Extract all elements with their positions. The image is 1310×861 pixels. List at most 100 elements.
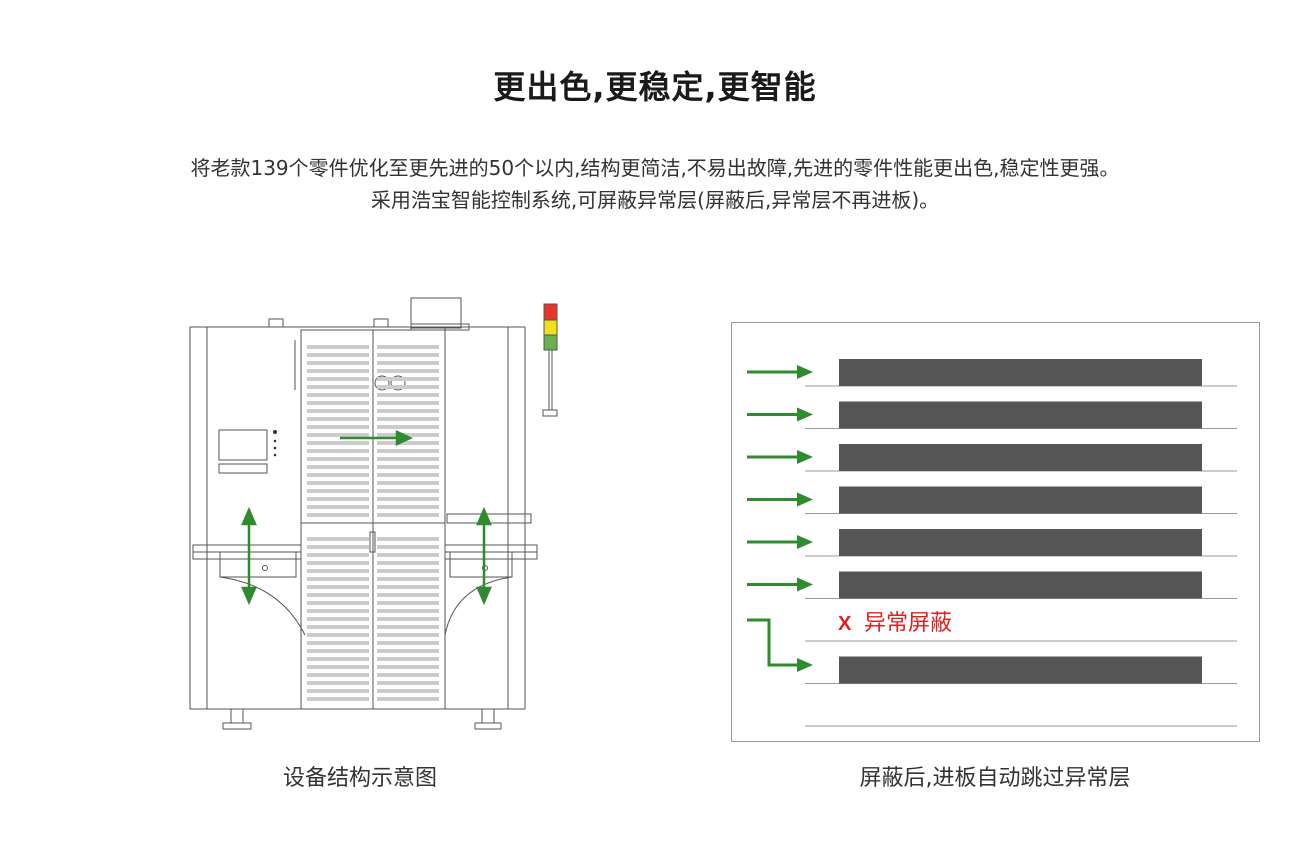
louver-stripe	[307, 513, 369, 517]
mask-label: 异常屏蔽	[864, 611, 952, 636]
foot-left	[230, 708, 244, 724]
louver-stripe	[307, 577, 369, 581]
signal-pole	[548, 349, 553, 411]
louver-stripe	[377, 385, 439, 389]
feed-arrow-head	[797, 492, 813, 507]
bypass-arrow	[747, 618, 797, 667]
louver-stripe	[307, 697, 369, 701]
layer-board	[839, 656, 1202, 684]
description-line-2: 采用浩宝智能控制系统,可屏蔽异常层(屏蔽后,异常层不再进板)。	[370, 188, 940, 212]
louver-stripe	[377, 553, 439, 557]
louver-stripe	[377, 353, 439, 357]
feed-arrow-head	[797, 365, 813, 379]
louver-stripe	[307, 417, 369, 421]
layer-board	[839, 359, 1202, 386]
louver-stripe	[307, 609, 369, 613]
louver-stripe	[377, 545, 439, 549]
louver-stripe	[377, 673, 439, 677]
feed-arrow-head	[797, 577, 813, 592]
louver-stripe	[377, 649, 439, 653]
louver-stripe	[307, 441, 369, 445]
louver-stripe	[307, 457, 369, 461]
louver-stripe	[377, 409, 439, 413]
signal-light-red	[543, 303, 558, 321]
top-bump-left	[268, 318, 284, 328]
layer-board	[839, 444, 1202, 471]
left-figure-caption: 设备结构示意图	[282, 766, 437, 791]
machine-structure-diagram	[189, 297, 558, 730]
louver-stripe	[307, 489, 369, 493]
louver-stripe	[307, 657, 369, 661]
louver-stripe	[307, 353, 369, 357]
feed-arrow-head	[797, 407, 813, 422]
foot-right	[481, 708, 495, 724]
layer-board	[839, 401, 1202, 429]
control-monitor	[218, 429, 268, 461]
louver-stripe	[307, 465, 369, 469]
indicator-circle	[374, 375, 390, 391]
louver-stripe	[307, 537, 369, 541]
louver-stripe	[307, 625, 369, 629]
louver-stripe	[307, 401, 369, 405]
door-handle	[369, 531, 376, 553]
louver-stripe	[307, 569, 369, 573]
louver-stripe	[377, 481, 439, 485]
louver-stripe	[307, 433, 369, 437]
louver-stripe	[307, 361, 369, 365]
louver-stripe	[377, 345, 439, 349]
signal-light-yellow	[543, 319, 558, 336]
louver-stripe	[307, 497, 369, 501]
louver-stripe	[377, 585, 439, 589]
louver-stripe	[377, 513, 439, 517]
right-figure-caption: 屏蔽后,进板自动跳过异常层	[859, 766, 1131, 791]
louver-stripe	[377, 401, 439, 405]
louver-stripe	[377, 361, 439, 365]
layer-board	[839, 571, 1202, 599]
louver-stripe	[307, 593, 369, 597]
louver-stripe	[307, 393, 369, 397]
louver-stripe	[307, 345, 369, 349]
layer-mask-diagram: X 异常屏蔽	[731, 322, 1260, 742]
louver-stripe	[307, 673, 369, 677]
louver-stripe	[307, 369, 369, 373]
louver-stripe	[377, 425, 439, 429]
louver-stripe	[307, 553, 369, 557]
louver-stripe	[377, 449, 439, 453]
feed-arrow-head	[797, 450, 813, 464]
description-line-1: 将老款139个零件优化至更先进的50个以内,结构更简洁,不易出故障,先进的零件性…	[190, 156, 1120, 180]
louver-stripe	[377, 537, 439, 541]
louver-stripe	[307, 585, 369, 589]
louver-stripe	[307, 377, 369, 381]
louver-stripe	[307, 689, 369, 693]
louver-stripe	[307, 409, 369, 413]
louver-stripe	[377, 489, 439, 493]
louver-stripe	[307, 641, 369, 645]
louver-stripe	[377, 601, 439, 605]
louver-stripe	[377, 593, 439, 597]
louver-stripe	[377, 561, 439, 565]
page-title: 更出色,更稳定,更智能	[493, 68, 817, 106]
louver-stripe	[377, 577, 439, 581]
louver-stripe	[307, 601, 369, 605]
louver-stripe	[377, 617, 439, 621]
feed-arrow-head	[797, 535, 813, 549]
mask-x-marker: X	[838, 613, 852, 635]
louver-stripe	[377, 433, 439, 437]
louver-stripe	[307, 481, 369, 485]
louver-stripe	[307, 473, 369, 477]
louver-stripe	[377, 393, 439, 397]
louver-stripe	[377, 697, 439, 701]
louver-stripe	[377, 625, 439, 629]
elevator-right	[449, 551, 513, 578]
louver-stripe	[307, 649, 369, 653]
louver-stripe	[307, 505, 369, 509]
top-box	[410, 297, 462, 329]
louver-stripe	[377, 497, 439, 501]
description: 将老款139个零件优化至更先进的50个以内,结构更简洁,不易出故障,先进的零件性…	[0, 152, 1310, 216]
louver-stripe	[307, 449, 369, 453]
louver-stripe	[377, 681, 439, 685]
louver-stripe	[377, 417, 439, 421]
louver-stripe	[307, 545, 369, 549]
louver-stripe	[307, 681, 369, 685]
louver-stripe	[377, 665, 439, 669]
